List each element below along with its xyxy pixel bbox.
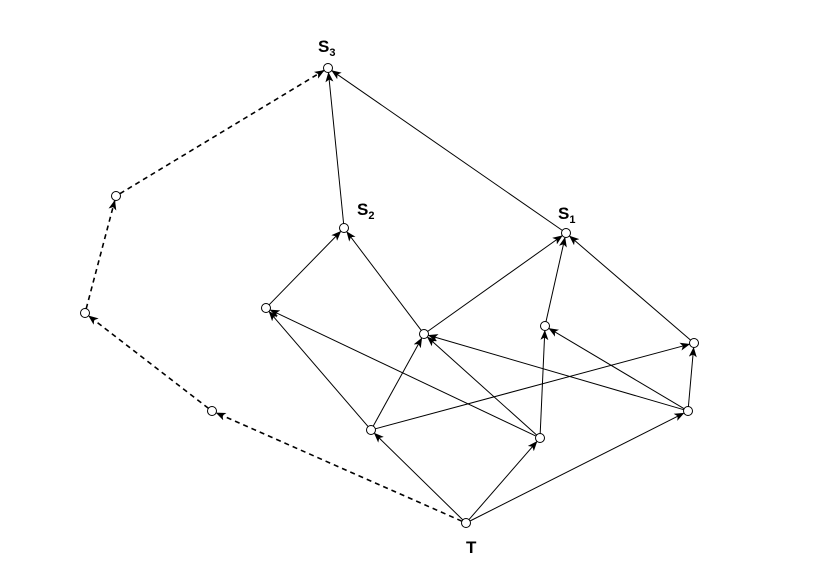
edge-p3-to-p2 (88, 315, 209, 409)
node-t (461, 518, 471, 528)
edge-b-to-s2 (346, 231, 422, 331)
nodes (80, 63, 699, 528)
edge-e-to-a (268, 311, 369, 427)
edge-f-to-c (539, 330, 549, 434)
edge-s1-to-s3 (331, 70, 563, 231)
edge-t-to-g (469, 412, 685, 522)
edges (85, 69, 697, 522)
edge-e-to-d (375, 342, 691, 430)
edge-f-to-a (269, 309, 537, 437)
node-b (419, 329, 429, 339)
edge-s2-to-s3 (325, 72, 345, 224)
edge-t-to-f (468, 441, 538, 520)
edge-t-to-e (373, 432, 464, 521)
node-c (540, 321, 550, 331)
edge-g-to-b (427, 334, 684, 411)
node-s3 (323, 63, 333, 73)
edge-c-to-s1 (545, 236, 567, 322)
edge-p2-to-p1 (85, 199, 117, 309)
edge-t-to-p3 (215, 412, 463, 522)
node-s1 (561, 228, 571, 238)
label-s2: S2 (357, 200, 374, 222)
node-a (261, 303, 271, 313)
node-p3 (207, 406, 217, 416)
label-s1: S1 (558, 204, 575, 226)
edge-b-to-s1 (427, 235, 563, 332)
node-labels: S3 S2 S1 T (318, 37, 575, 557)
edge-f-to-b (426, 336, 537, 436)
edge-a-to-s2 (268, 230, 342, 306)
label-t: T (466, 538, 477, 557)
edge-g-to-c (548, 328, 685, 410)
node-p2 (80, 308, 90, 318)
edge-e-to-b (372, 337, 423, 427)
node-f (535, 433, 545, 443)
edge-g-to-d (687, 347, 697, 407)
node-p1 (111, 191, 121, 201)
node-g (683, 406, 693, 416)
node-s2 (339, 223, 349, 233)
node-e (366, 425, 376, 435)
edge-d-to-s1 (569, 235, 691, 341)
node-d (689, 338, 699, 348)
edge-p1-to-s3 (119, 69, 325, 195)
label-s3: S3 (318, 37, 335, 59)
